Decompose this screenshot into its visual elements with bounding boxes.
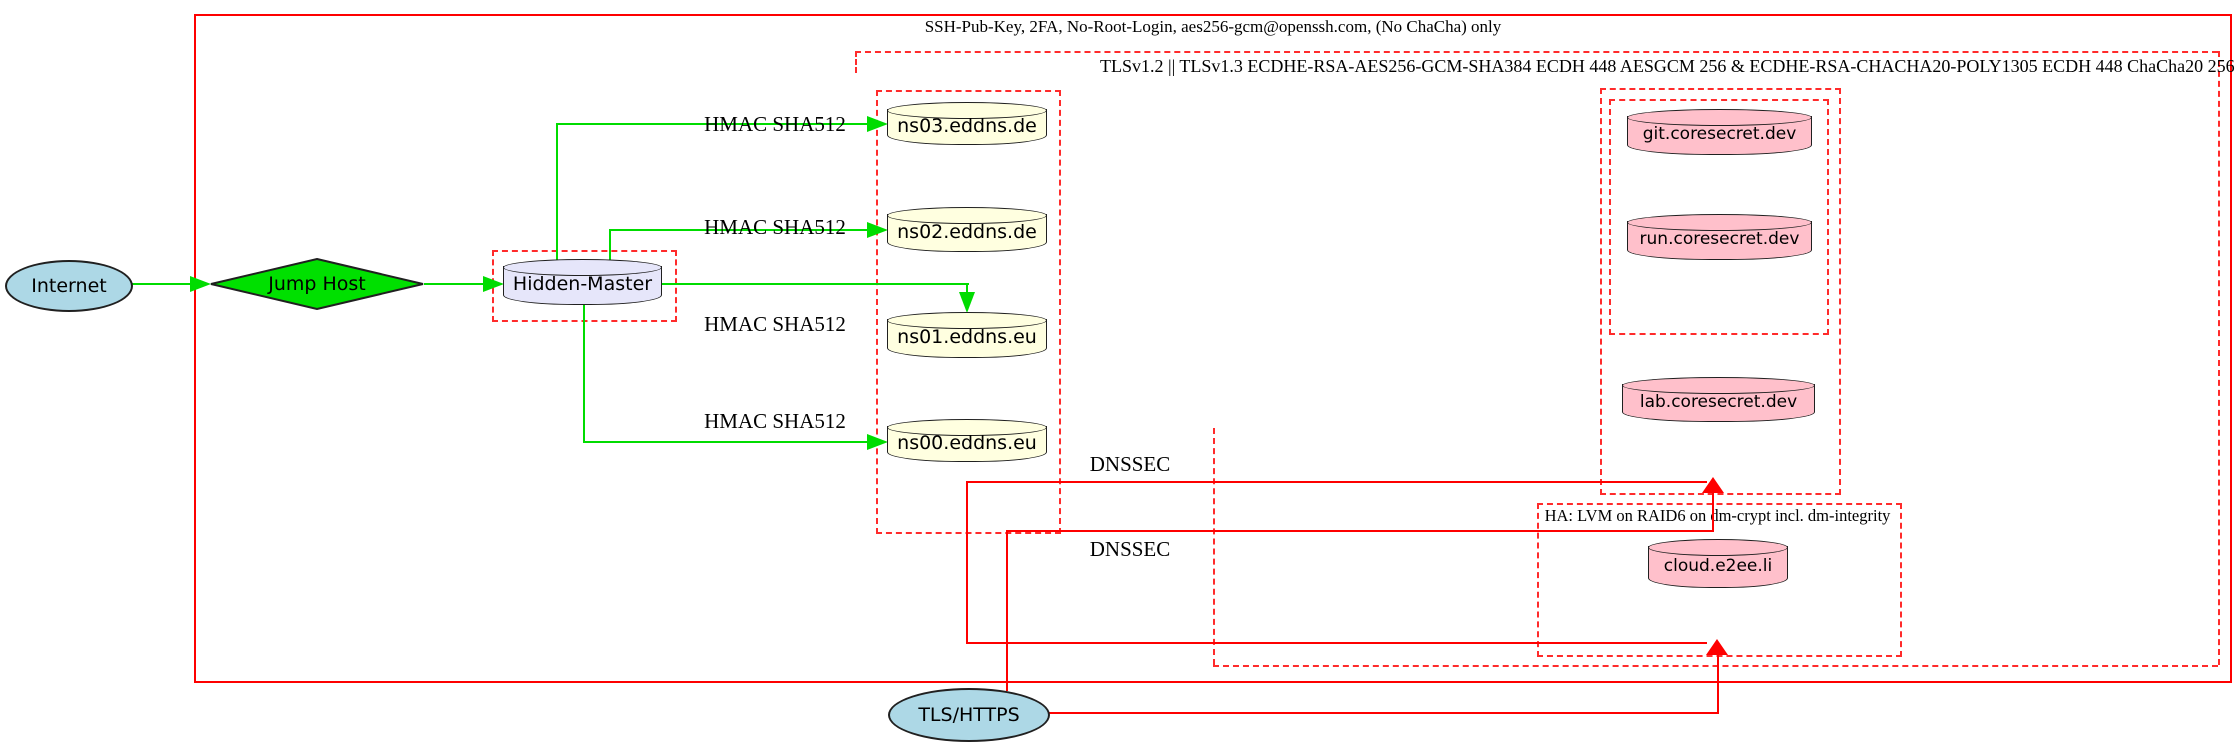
cylinder-top	[887, 419, 1047, 436]
node-hidden-master-label: Hidden-Master	[512, 273, 653, 296]
node-lab-coresecret-label: lab.coresecret.dev	[1639, 391, 1798, 412]
arrowhead-ns01	[959, 292, 975, 313]
cylinder-top	[1627, 214, 1812, 231]
web-zone-outer-cluster-box	[1600, 88, 1841, 495]
node-jump-host-label: Jump Host	[268, 273, 366, 295]
node-ns01-label: ns01.eddns.eu	[897, 326, 1037, 349]
edge-tls-hacluster-rise	[1717, 655, 1719, 714]
edge-dnssec1-horizontal	[966, 481, 1707, 483]
tls-cluster-border-top	[855, 51, 2218, 53]
node-ns00: ns00.eddns.eu	[887, 419, 1047, 462]
node-ns00-label: ns00.eddns.eu	[897, 431, 1037, 454]
edge-hiddenmaster-ns02-horizontal	[609, 229, 868, 231]
node-tls-https: TLS/HTTPS	[888, 688, 1050, 742]
edge-tls-webcluster-vertical	[1006, 531, 1008, 691]
ha-policy-label: HA: LVM on RAID6 on dm-crypt incl. dm-in…	[1544, 506, 1891, 525]
arrowhead-webcluster	[1702, 477, 1724, 493]
edge-hiddenmaster-ns00-vertical	[583, 305, 585, 442]
node-ns01: ns01.eddns.eu	[887, 312, 1047, 358]
node-internet-label: Internet	[31, 275, 107, 297]
node-cloud-e2ee-label: cloud.e2ee.li	[1663, 555, 1773, 576]
edge-jumphost-hiddenmaster	[424, 283, 484, 285]
arrowhead-ns02	[867, 222, 888, 238]
cylinder-top	[1622, 377, 1815, 394]
cylinder-top	[1627, 109, 1812, 126]
edge-hiddenmaster-ns02-vertical	[609, 230, 611, 260]
tls-cluster-border-mid-left	[1213, 428, 1215, 665]
edge-hiddenmaster-ns01-vertical	[966, 283, 968, 293]
cylinder-top	[887, 102, 1047, 119]
tls-cluster-border-right	[2218, 51, 2220, 665]
edge-tls-hacluster-horizontal	[1045, 712, 1719, 714]
edge-tls-webcluster-horizontal	[1006, 530, 1714, 532]
arrowhead-jumphost-hiddenmaster	[483, 276, 504, 292]
arrowhead-hacluster	[1706, 639, 1728, 655]
edge-label-dnssec-top: DNSSEC	[1089, 452, 1171, 476]
edge-hiddenmaster-ns00-horizontal	[583, 441, 868, 443]
edge-label-hmac-ns03: HMAC SHA512	[704, 112, 846, 136]
tls-cluster-border-bottom	[1213, 665, 2218, 667]
arrowhead-ns03	[867, 116, 888, 132]
edge-label-dnssec-bottom: DNSSEC	[1089, 537, 1171, 561]
cylinder-top	[887, 312, 1047, 329]
edge-hiddenmaster-ns03-horizontal	[556, 123, 868, 125]
ssh-boundary-box	[194, 14, 2232, 683]
web-zone-inner-cluster-box	[1609, 99, 1829, 335]
node-run-coresecret-label: run.coresecret.dev	[1639, 229, 1800, 249]
node-run-coresecret: run.coresecret.dev	[1627, 214, 1812, 260]
arrowhead-ns00	[867, 434, 888, 450]
nameserver-cluster-box	[876, 90, 1061, 534]
edge-hiddenmaster-ns03-vertical	[556, 124, 558, 260]
edge-dnssec1-vertical	[966, 482, 968, 643]
node-jump-host-shape	[210, 258, 424, 310]
edge-internet-jumphost	[129, 283, 192, 285]
node-internet: Internet	[5, 260, 133, 312]
ha-cluster-box	[1537, 503, 1902, 657]
node-ns02-label: ns02.eddns.de	[897, 220, 1037, 243]
node-git-coresecret: git.coresecret.dev	[1627, 109, 1812, 155]
edge-label-hmac-ns01: HMAC SHA512	[704, 312, 846, 336]
cylinder-top	[503, 259, 662, 276]
edge-tls-webcluster-rise	[1712, 493, 1714, 532]
node-ns02: ns02.eddns.de	[887, 207, 1047, 252]
node-lab-coresecret: lab.coresecret.dev	[1622, 377, 1815, 422]
edge-dnssec2-horizontal	[966, 642, 1707, 644]
edge-hiddenmaster-ns01-horizontal	[662, 283, 969, 285]
edge-label-hmac-ns00: HMAC SHA512	[704, 409, 846, 433]
node-ns03: ns03.eddns.de	[887, 102, 1047, 145]
node-ns03-label: ns03.eddns.de	[897, 114, 1037, 137]
node-git-coresecret-label: git.coresecret.dev	[1642, 124, 1797, 144]
ssh-policy-label: SSH-Pub-Key, 2FA, No-Root-Login, aes256-…	[924, 17, 1502, 36]
tls-cluster-border-left-stub	[855, 51, 857, 73]
node-hidden-master: Hidden-Master	[503, 259, 662, 305]
node-cloud-e2ee: cloud.e2ee.li	[1648, 539, 1788, 588]
arrowhead-internet-jumphost	[190, 276, 211, 292]
edge-label-hmac-ns02: HMAC SHA512	[704, 215, 846, 239]
tls-policy-label: TLSv1.2 || TLSv1.3 ECDHE-RSA-AES256-GCM-…	[1100, 56, 2235, 76]
cylinder-top	[887, 207, 1047, 224]
node-tls-https-label: TLS/HTTPS	[918, 704, 1020, 726]
cylinder-top	[1648, 539, 1788, 556]
